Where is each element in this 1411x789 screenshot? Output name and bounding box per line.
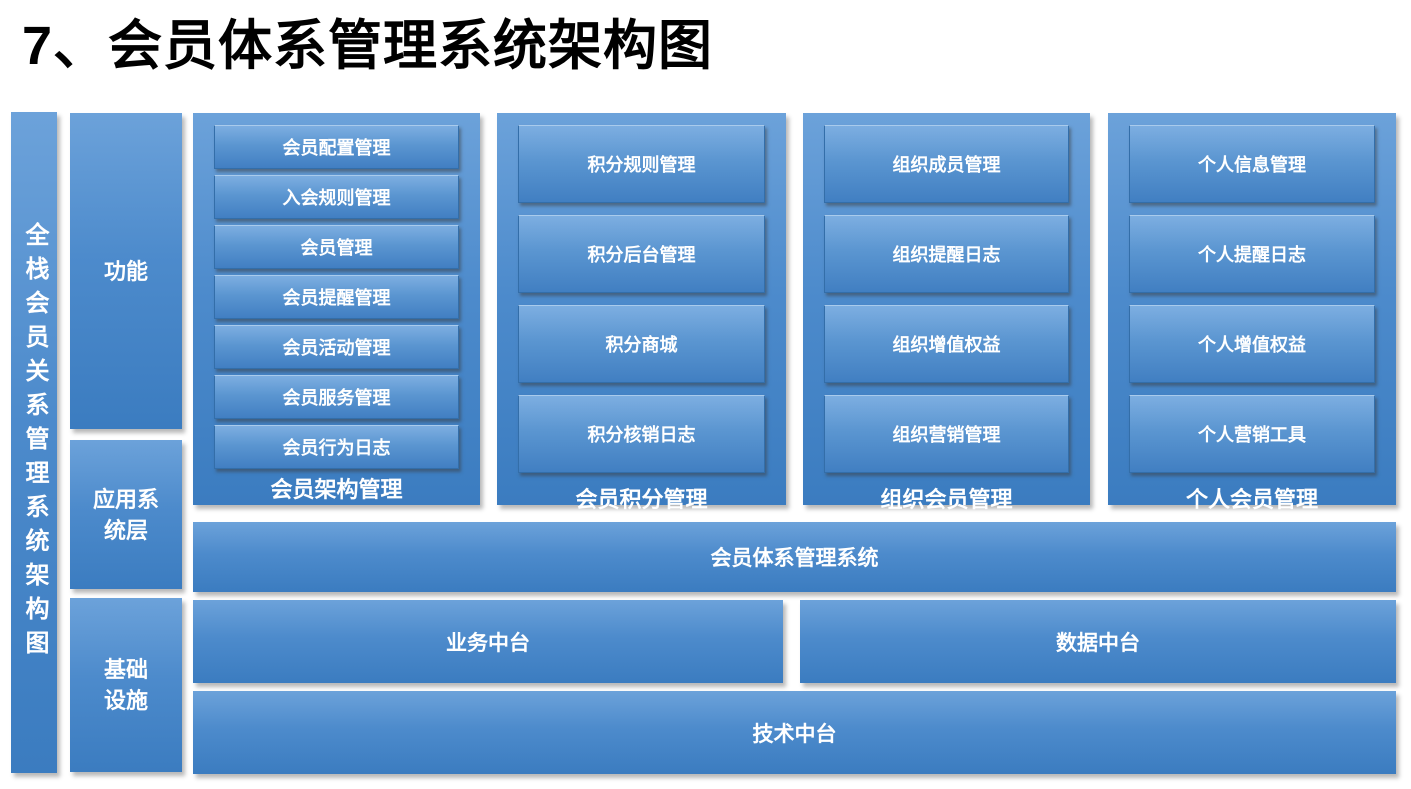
group-label: 个人会员管理 [1185,487,1318,512]
module-box: 会员提醒管理 [214,275,459,319]
layer-infrastructure: 基础 设施 [70,598,182,772]
group-member-architecture: 会员配置管理 入会规则管理 会员管理 会员提醒管理 会员活动管理 会员服务管理 … [193,113,480,505]
page-title: 7、会员体系管理系统架构图 [22,16,714,76]
layer-application-system: 应用系 统层 [70,440,182,589]
member-system-bar: 会员体系管理系统 [193,522,1396,592]
module-box: 入会规则管理 [214,175,459,219]
module-box: 组织成员管理 [824,125,1069,203]
group-personal-member: 个人信息管理 个人提醒日志 个人增值权益 个人营销工具 个人会员管理 [1108,113,1396,512]
data-platform-bar: 数据中台 [800,600,1396,683]
module-box: 会员服务管理 [214,375,459,419]
module-box: 个人信息管理 [1129,125,1375,203]
module-box: 会员配置管理 [214,125,459,169]
module-box: 积分核销日志 [518,395,765,473]
layer-function: 功能 [70,113,182,429]
module-box: 组织提醒日志 [824,215,1069,293]
module-box: 会员行为日志 [214,425,459,469]
module-box: 个人增值权益 [1129,305,1375,383]
group-label: 会员积分管理 [575,487,708,512]
business-platform-bar: 业务中台 [193,600,783,683]
module-box: 积分后台管理 [518,215,765,293]
left-axis-label: 全栈会员关系管理系统架构图 [21,221,48,664]
layer-infrastructure-label: 基础 设施 [103,657,148,713]
module-box: 会员活动管理 [214,325,459,369]
group-member-points: 积分规则管理 积分后台管理 积分商城 积分核销日志 会员积分管理 [497,113,786,512]
module-box: 积分商城 [518,305,765,383]
module-box: 组织营销管理 [824,395,1069,473]
module-box: 积分规则管理 [518,125,765,203]
module-box: 个人提醒日志 [1129,215,1375,293]
layer-application-label: 应用系 统层 [92,486,159,543]
module-box: 个人营销工具 [1129,395,1375,473]
group-label: 组织会员管理 [880,487,1013,512]
left-axis-bar: 全栈会员关系管理系统架构图 [11,112,57,773]
group-organization-member: 组织成员管理 组织提醒日志 组织增值权益 组织营销管理 组织会员管理 [803,113,1090,512]
module-box: 组织增值权益 [824,305,1069,383]
module-box: 会员管理 [214,225,459,269]
group-label: 会员架构管理 [270,477,403,502]
tech-platform-bar: 技术中台 [193,691,1396,774]
layer-function-label: 功能 [103,258,148,284]
